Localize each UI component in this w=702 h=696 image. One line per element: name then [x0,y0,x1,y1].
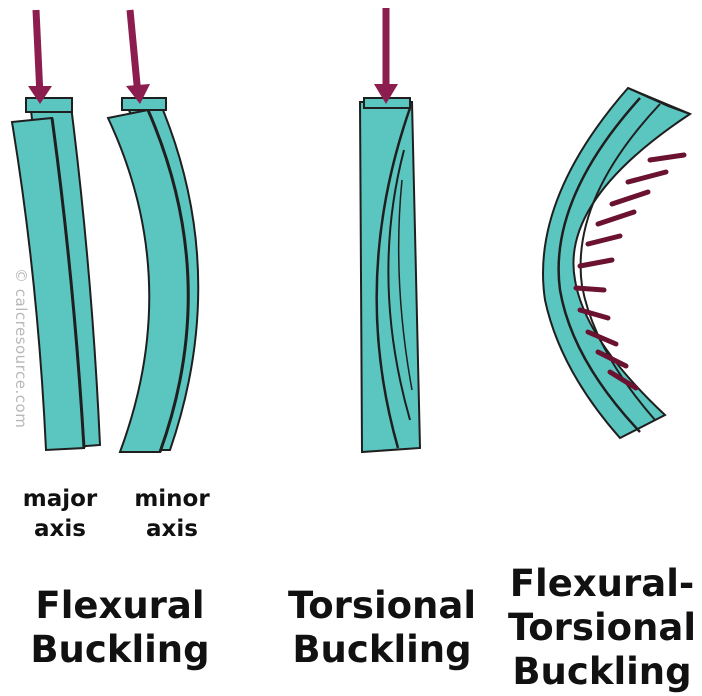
member-minor-axis [108,98,198,452]
load-arrow-torsional [374,8,398,104]
member-torsional [360,98,420,452]
twist-mark [580,260,612,266]
member-major-top-plate [26,98,72,112]
label-torsional-line1: Torsional [262,584,502,628]
twist-mark [588,236,620,244]
member-ft-body [543,88,690,438]
member-flexural-torsional [543,88,690,438]
load-arrow-minor [126,10,150,104]
label-flexural-torsional-buckling: Flexural- Torsional Buckling [502,562,702,694]
load-arrow-major [28,10,52,104]
label-flexural-line2: Buckling [0,628,240,672]
label-ft-line3: Buckling [502,650,702,694]
member-torsional-body [360,102,420,452]
twist-mark [576,288,604,290]
label-ft-line1: Flexural- [502,562,702,606]
label-ft-line2: Torsional [502,606,702,650]
twist-mark [628,172,666,182]
watermark: © calcresource.com [6,268,30,453]
label-minor-axis: minor axis [112,484,232,544]
label-major-axis: major axis [0,484,120,544]
twist-mark [650,155,684,160]
member-minor-top-plate [122,98,166,110]
twist-mark [612,192,648,204]
label-torsional-buckling: Torsional Buckling [262,584,502,672]
label-flexural-line1: Flexural [0,584,240,628]
buckling-illustration [0,0,702,470]
label-torsional-line2: Buckling [262,628,502,672]
twist-mark [598,212,634,224]
label-flexural-buckling: Flexural Buckling [0,584,240,672]
